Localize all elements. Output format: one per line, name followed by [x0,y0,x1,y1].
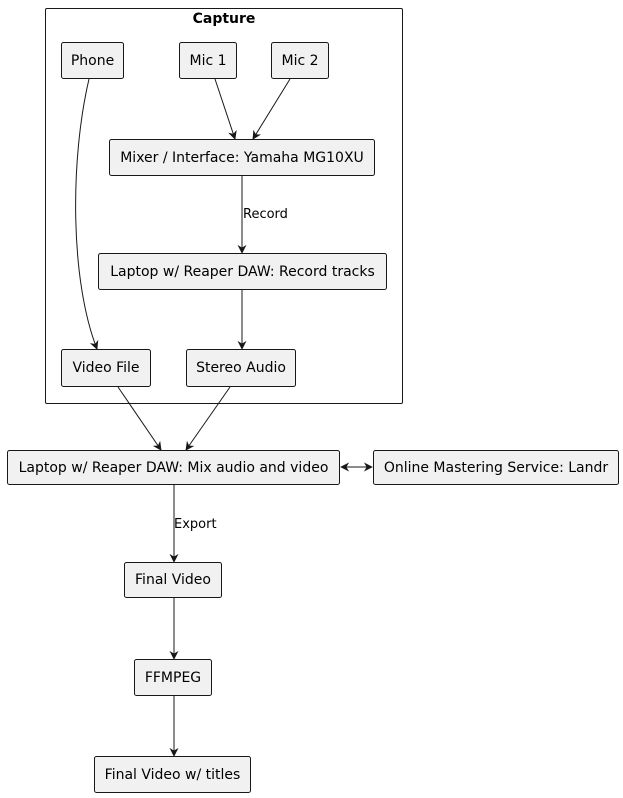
node-mic2: Mic 2 [271,42,329,79]
node-mixer: Mixer / Interface: Yamaha MG10XU [109,139,375,176]
edge-videofile-laptopmix [117,386,162,451]
edge-phone-videofile [75,78,99,350]
node-landr: Online Mastering Service: Landr [373,450,619,485]
node-final-video: Final Video [124,562,222,598]
node-phone: Phone [61,42,124,79]
node-laptop-record: Laptop w/ Reaper DAW: Record tracks [98,253,387,290]
node-ffmpeg: FFMPEG [134,659,212,696]
edge-label-record: Record [243,207,288,222]
node-laptop-mix: Laptop w/ Reaper DAW: Mix audio and vide… [7,450,340,485]
node-mic1: Mic 1 [179,42,237,79]
cluster-title: Capture [192,11,256,27]
edge-stereo-laptopmix [185,386,231,451]
node-stereo-audio: Stereo Audio [186,349,296,387]
capture-cluster: Capture [45,8,403,404]
edge-mic2-mixer [252,78,291,140]
node-video-file: Video File [61,349,151,387]
edge-label-export: Export [174,517,217,532]
edge-mic1-mixer [214,78,237,140]
node-final-video-titles: Final Video w/ titles [94,756,251,793]
